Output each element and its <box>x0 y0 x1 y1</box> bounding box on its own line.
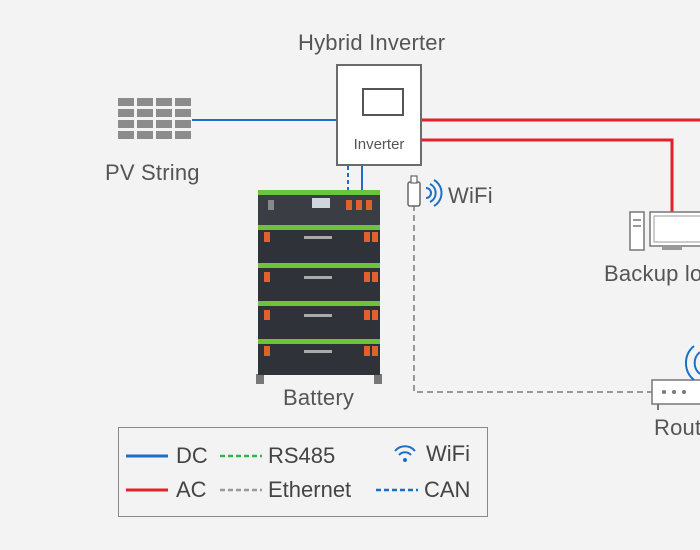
backup-load-label: Backup lo <box>604 261 700 286</box>
battery-label: Battery <box>283 385 355 410</box>
legend-dc-label: DC <box>176 443 208 468</box>
legend-box <box>118 427 488 517</box>
hybrid-inverter-box: Inverter <box>336 64 422 166</box>
inverter-screen <box>362 88 404 116</box>
legend-rs485-label: RS485 <box>268 443 336 468</box>
legend-wifi-label: WiFi <box>426 441 470 466</box>
router-label: Rout <box>654 415 700 440</box>
legend-ethernet-label: Ethernet <box>268 477 352 502</box>
ethernet-line <box>413 205 652 393</box>
legend-ac-label: AC <box>176 477 207 502</box>
legend-can-label: CAN <box>424 477 471 502</box>
pv-string-label: PV String <box>105 160 200 185</box>
diagram-title: Hybrid Inverter <box>298 30 446 55</box>
ac-line-backup <box>422 138 674 212</box>
inverter-label: Inverter <box>353 136 405 153</box>
wifi-label: WiFi <box>448 183 493 208</box>
